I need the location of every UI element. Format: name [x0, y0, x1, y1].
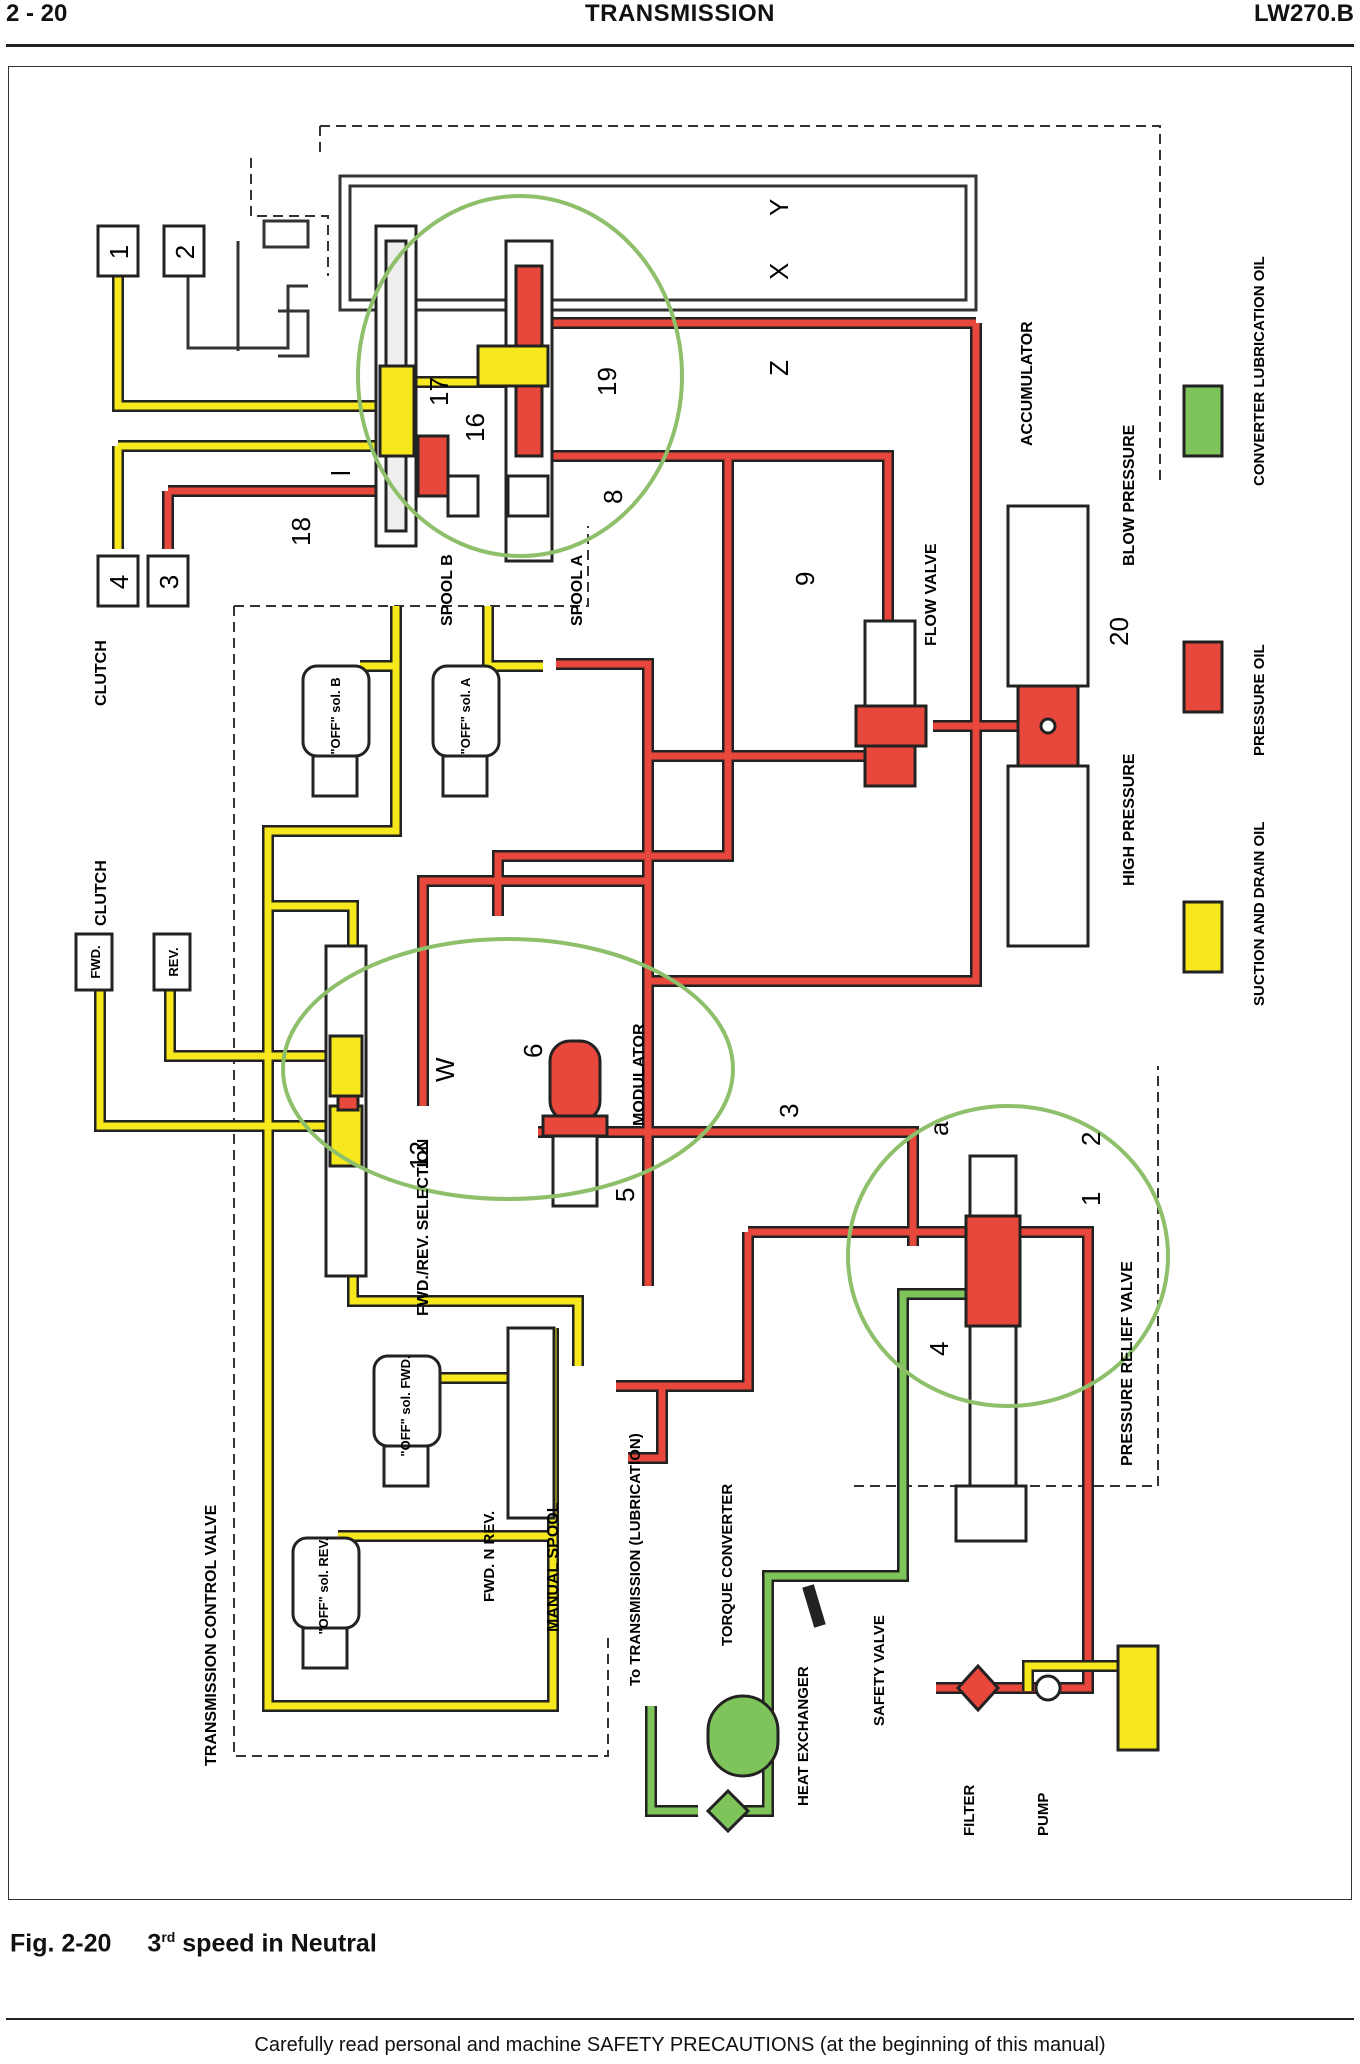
pump-symbol [1034, 1674, 1062, 1702]
footer-rule [6, 2018, 1354, 2020]
legend: CONVERTER LUBRICATION OIL PRESSURE OIL S… [1182, 256, 1268, 1006]
callout-8: 8 [598, 490, 628, 504]
heat-exchanger-symbol [705, 1788, 751, 1834]
fwd-rev-selection-label: FWD./REV. SELECTION [415, 1139, 432, 1316]
callout-a: a [924, 1121, 954, 1136]
fwd-rev-spool [324, 944, 368, 1278]
box-1-label: 1 [104, 245, 134, 259]
to-transmission-label: To TRANSMISSION (LUBRICATION) [627, 1433, 644, 1686]
model-name: LW270.B [1253, 0, 1354, 27]
manual-spool-label: MANUAL SPOOL [545, 1502, 562, 1632]
upper-return-lines [186, 174, 978, 358]
caption-title: speed in Neutral [182, 1929, 377, 1958]
accumulator-label: ACCUMULATOR [1019, 321, 1036, 446]
callout-20: 20 [1104, 617, 1134, 646]
caption-ordinal: 3 [147, 1929, 162, 1958]
box-2-label: 2 [170, 245, 200, 259]
callout-z: Z [764, 360, 794, 376]
sol-b-label: "OFF" sol. B [328, 677, 343, 754]
callout-1: 1 [1076, 1192, 1106, 1206]
figure-number: Fig. 2-20 [10, 1929, 112, 1958]
legend-swatch-lubrication [1182, 384, 1224, 458]
callout-w: W [430, 1057, 460, 1082]
clutch-top-label: CLUTCH [93, 640, 110, 706]
modulator [541, 1039, 609, 1208]
lube-lines [647, 1290, 968, 1815]
pressure-relief-label: PRESSURE RELIEF VALVE [1119, 1261, 1136, 1466]
fwd-n-rev-label: FWD. N REV. [481, 1511, 498, 1602]
flow-valve [854, 619, 928, 788]
pressure-lines [164, 319, 1092, 1692]
callout-19: 19 [592, 367, 622, 396]
spool-a-label: SPOOL A [569, 554, 586, 626]
callout-2: 2 [1076, 1132, 1106, 1146]
rev-label: REV. [166, 947, 181, 976]
callout-18: 18 [286, 517, 316, 546]
filter-symbol [955, 1663, 1001, 1713]
sol-rev-label: "OFF" sol. REV. [316, 1537, 331, 1634]
blow-pressure-label: BLOW PRESSURE [1121, 424, 1138, 566]
fwd-label: FWD. [88, 945, 103, 978]
callout-5: 5 [610, 1188, 640, 1202]
filter-label: FILTER [961, 1784, 978, 1836]
legend-label-lubrication: CONVERTER LUBRICATION OIL [1251, 256, 1268, 486]
tcv-label: TRANSMISSION CONTROL VALVE [203, 1504, 220, 1766]
callout-9: 9 [790, 572, 820, 586]
page-header: 2 - 20 TRANSMISSION LW270.B [0, 0, 1360, 46]
header-rule [6, 44, 1354, 47]
callout-4: 4 [924, 1342, 954, 1356]
highlight-circles [281, 194, 1170, 1408]
callout-y: Y [764, 199, 794, 216]
modulator-label: MODULATOR [631, 1023, 648, 1126]
caption-ordinal-suffix: rd [161, 1929, 176, 1945]
callout-3: 3 [774, 1104, 804, 1118]
page-number: 2 - 20 [6, 0, 68, 27]
upper-control-valve [374, 224, 554, 563]
legend-label-pressure: PRESSURE OIL [1251, 644, 1268, 756]
torque-converter-label: TORQUE CONVERTER [719, 1484, 736, 1646]
box-3-label: 3 [154, 575, 184, 589]
sol-a-label: "OFF" sol. A [458, 677, 473, 754]
pump-label: PUMP [1035, 1793, 1052, 1836]
tank-symbol [1116, 1644, 1160, 1752]
legend-swatch-suction [1182, 900, 1224, 974]
clutch-fwd-label: CLUTCH [93, 860, 110, 926]
accumulator [1006, 504, 1090, 948]
footer-note: Carefully read personal and machine SAFE… [254, 2034, 1106, 2056]
clutch-boxes [74, 224, 206, 992]
legend-swatch-pressure [1182, 640, 1224, 714]
pressure-relief-valve [954, 1154, 1028, 1543]
flow-valve-label: FLOW VALVE [923, 543, 940, 646]
callout-x: X [764, 263, 794, 280]
high-pressure-label: HIGH PRESSURE [1121, 753, 1138, 886]
figure-caption: Fig. 2-20 3rd speed in Neutral [10, 1929, 377, 1958]
section-title: TRANSMISSION [584, 0, 775, 27]
safety-valve-label: SAFETY VALVE [871, 1615, 888, 1726]
spool-b-label: SPOOL B [439, 554, 456, 626]
callout-12: 12 [404, 1141, 434, 1170]
legend-label-suction: SUCTION AND DRAIN OIL [1251, 822, 1268, 1006]
callouts: Y X Z W 19 17 16 8 18 l 9 20 6 3 12 5 a … [286, 199, 1134, 1356]
box-4-label: 4 [104, 575, 134, 589]
heat-exchanger-label: HEAT EXCHANGER [795, 1666, 812, 1806]
solenoids [291, 664, 556, 1670]
sol-fwd-label: "OFF" sol. FWD. [398, 1355, 413, 1456]
callout-6: 6 [518, 1044, 548, 1058]
callout-16: 16 [460, 413, 490, 442]
callout-17: 17 [424, 377, 454, 406]
hydraulic-diagram: 1 2 4 3 FWD. REV. "OFF" sol. B "OFF" sol… [8, 66, 1352, 1900]
callout-l: l [326, 470, 356, 476]
torque-converter-symbol [706, 1694, 780, 1778]
